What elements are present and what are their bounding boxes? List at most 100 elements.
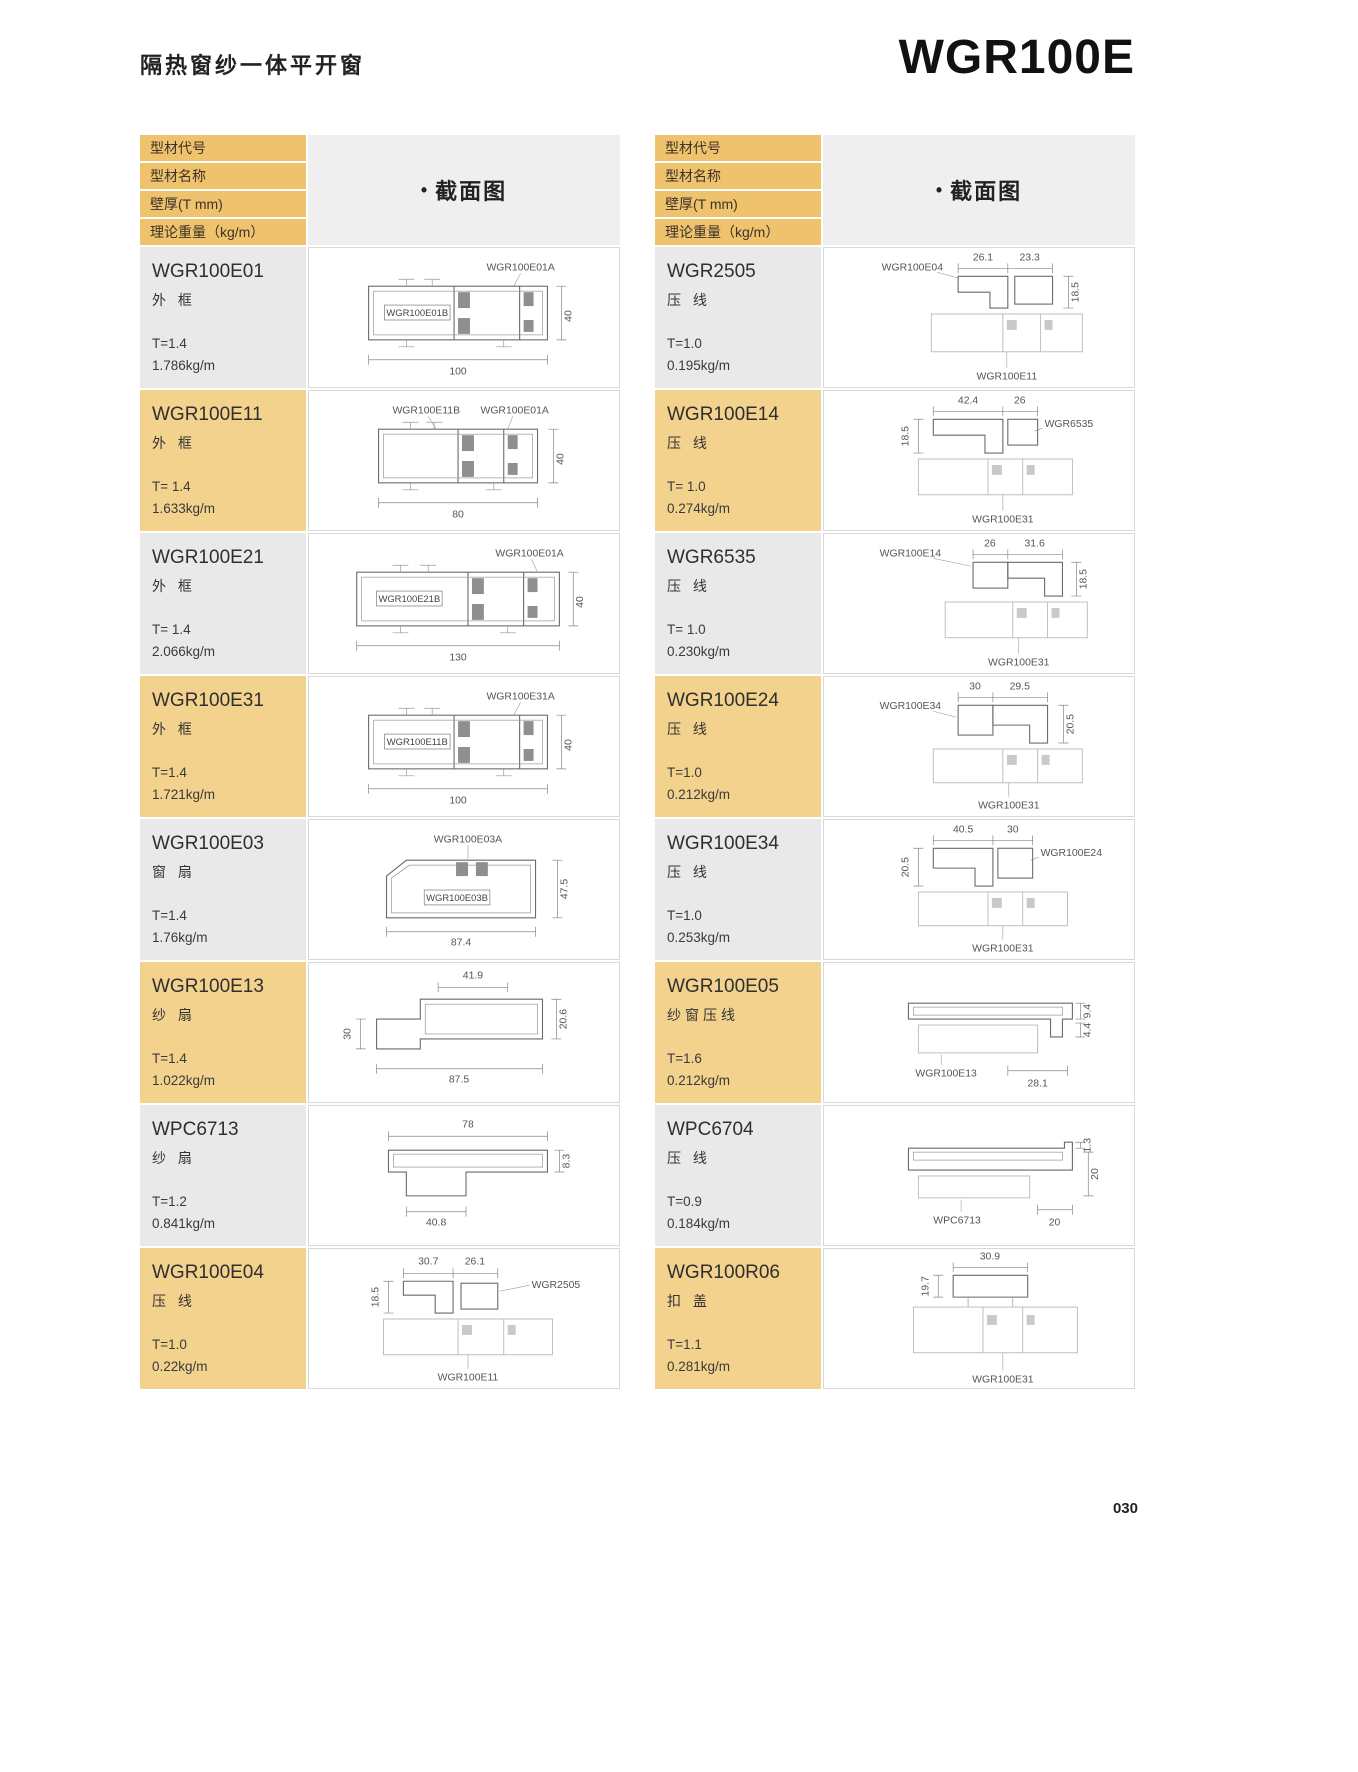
- ref-label-right: WGR100E24: [1041, 848, 1103, 859]
- dim-left: 19.7: [920, 1276, 931, 1296]
- profiles-table-right: 型材代号 型材名称 壁厚(T mm) 理论重量（kg/m） • 截面图 WGR2…: [655, 135, 1135, 1389]
- profile-thickness: T=1.4: [152, 908, 187, 923]
- section-drawing-cell: WGR100E01A WGR100E01B 40 100: [308, 247, 620, 388]
- profile-code: WGR6535: [667, 547, 756, 568]
- dim-top: 30.9: [980, 1251, 1000, 1262]
- ref-label-top-left: WGR100E11B: [392, 405, 460, 416]
- profile-weight: 1.022kg/m: [152, 1073, 216, 1088]
- cross-section-drawing: WGR100E03A WGR100E03B 47.5 87.4: [385, 834, 570, 949]
- profile-row-label: WGR100E24 压 线 T=1.0 0.212kg/m: [655, 676, 821, 817]
- head-field-name: 型材名称: [655, 163, 821, 189]
- dim-top-2: 30: [1007, 824, 1019, 835]
- profile-weight: 1.76kg/m: [152, 930, 208, 945]
- profile-code: WGR100E14: [667, 404, 779, 425]
- profile-row-label: WGR100E14 压 线 T= 1.0 0.274kg/m: [655, 390, 821, 531]
- ref-label-left: WGR100E13: [915, 1069, 977, 1080]
- profile-code: WGR100E11: [152, 404, 263, 425]
- ref-label-top: WGR100E03A: [434, 834, 502, 845]
- dim-top-2: 26.1: [465, 1256, 485, 1267]
- profile-weight: 0.184kg/m: [667, 1216, 731, 1231]
- page-number: 030: [1112, 1500, 1138, 1517]
- profile-name: 外 框: [152, 292, 196, 308]
- dim-top-2: 23.3: [1020, 252, 1040, 263]
- ref-label-bottom: WPC6713: [933, 1216, 981, 1227]
- section-drawing-cell: WGR100E01A WGR100E21B 40 130: [308, 533, 620, 674]
- profile-weight: 0.195kg/m: [667, 358, 731, 373]
- ref-label-left: WGR100E04: [882, 262, 944, 273]
- dim-bottom: 20: [1049, 1218, 1061, 1229]
- head-field-name: 型材名称: [140, 163, 306, 189]
- profile-weight: 0.212kg/m: [667, 1073, 731, 1088]
- profile-weight: 0.841kg/m: [152, 1216, 216, 1231]
- section-drawing-cell: 41.9 30 20.6 87.5: [308, 962, 620, 1103]
- profile-code: WGR100R06: [667, 1262, 780, 1283]
- cross-section-drawing: 9.4 4.4 WGR100E13 28.1: [907, 1002, 1093, 1090]
- profile-name: 压 线: [667, 578, 711, 594]
- head-field-code: 型材代号: [655, 135, 821, 161]
- dim-top: 78: [462, 1119, 474, 1130]
- head-field-thickness: 壁厚(T mm): [655, 191, 821, 217]
- profile-name: 压 线: [667, 435, 711, 451]
- ref-label-top-right: WGR100E01A: [480, 405, 548, 416]
- ref-label-bottom: WGR100E11: [977, 372, 1038, 383]
- profile-code: WGR100E24: [667, 690, 779, 711]
- dim-left: 20.5: [900, 857, 911, 877]
- cross-section-drawing: 30 29.5 WGR100E34 20.5 WGR100E31: [880, 681, 1083, 812]
- profile-name: 扣 盖: [667, 1293, 711, 1309]
- dim-top-2: 31.6: [1024, 538, 1044, 549]
- section-header-label: 截面图: [435, 179, 508, 204]
- cross-section-drawing: 42.4 26 WGR6535 18.5 WGR100E31: [900, 395, 1094, 526]
- dim-bottom: 100: [449, 796, 467, 807]
- bullet-icon: •: [935, 179, 943, 200]
- section-header: • 截面图: [823, 135, 1135, 245]
- profile-weight: 0.22kg/m: [152, 1359, 208, 1374]
- profile-name: 外 框: [152, 578, 196, 594]
- profile-thickness: T=1.4: [152, 336, 187, 351]
- table-head-fields: 型材代号 型材名称 壁厚(T mm) 理论重量（kg/m）: [655, 135, 821, 245]
- profile-weight: 1.721kg/m: [152, 787, 216, 802]
- dim-right: 40: [563, 310, 574, 322]
- profile-row-label: WGR100E03 窗 扇 T=1.4 1.76kg/m: [140, 819, 306, 960]
- profiles-table-left: 型材代号 型材名称 壁厚(T mm) 理论重量（kg/m） • 截面图 WGR1…: [140, 135, 620, 1389]
- profile-row-label: WGR100E13 纱 扇 T=1.4 1.022kg/m: [140, 962, 306, 1103]
- profile-weight: 1.633kg/m: [152, 501, 216, 516]
- dim-right-1: 1.3: [1082, 1138, 1093, 1153]
- profile-code: WGR100E05: [667, 976, 779, 997]
- ref-label-right: WGR6535: [1045, 419, 1094, 430]
- profile-thickness: T=1.2: [152, 1194, 187, 1209]
- section-drawing-cell: 30.9 19.7 WGR100E31: [823, 1248, 1135, 1389]
- dim-right: 18.5: [1078, 569, 1089, 589]
- dim-bottom: 40.8: [426, 1218, 446, 1229]
- head-field-weight: 理论重量（kg/m）: [655, 219, 821, 245]
- ref-label-bottom: WGR100E31: [972, 1375, 1034, 1386]
- profile-name: 外 框: [152, 721, 196, 737]
- cross-section-drawing: WGR100E14 26 31.6 18.5 WGR100E31: [880, 538, 1090, 669]
- section-header-label: 截面图: [950, 179, 1023, 204]
- cross-section-drawing: 40.5 30 WGR100E24 20.5 WGR100E31: [900, 824, 1103, 955]
- section-drawing-cell: WGR100E11B WGR100E01A 40 80: [308, 390, 620, 531]
- dim-right: 18.5: [1070, 282, 1081, 302]
- ref-label-bottom: WGR100E31: [972, 944, 1034, 955]
- profile-row-label: WGR100E11 外 框 T= 1.4 1.633kg/m: [140, 390, 306, 531]
- ref-label-right: WGR2505: [532, 1280, 581, 1291]
- cross-section-drawing: 30.9 19.7 WGR100E31: [912, 1251, 1078, 1386]
- profile-code: WGR100E03: [152, 833, 264, 854]
- dim-bottom: 87.5: [449, 1075, 469, 1086]
- ref-label-bottom: WGR100E31: [988, 658, 1050, 669]
- profile-code: WGR100E31: [152, 690, 264, 711]
- ref-label-bottom: WGR100E11: [438, 1373, 499, 1384]
- section-drawing-cell: 30.7 26.1 18.5 WGR2505 WGR100E11: [308, 1248, 620, 1389]
- section-drawing-cell: 42.4 26 WGR6535 18.5 WGR100E31: [823, 390, 1135, 531]
- cross-section-drawing: 1.3 20 WPC6713 20: [907, 1138, 1101, 1229]
- profile-tables: 型材代号 型材名称 壁厚(T mm) 理论重量（kg/m） • 截面图 WGR1…: [140, 135, 1135, 1389]
- profile-thickness: T=1.0: [667, 765, 702, 780]
- profile-row-label: WGR2505 压 线 T=1.0 0.195kg/m: [655, 247, 821, 388]
- ref-label-boxed: WGR100E21B: [378, 593, 440, 604]
- section-drawing-cell: 9.4 4.4 WGR100E13 28.1: [823, 962, 1135, 1103]
- ref-label-bottom: WGR100E31: [972, 515, 1034, 526]
- cross-section-drawing: 78 8.3 40.8: [387, 1119, 572, 1229]
- dim-bottom: 87.4: [451, 938, 471, 949]
- dim-right-2: 20: [1090, 1168, 1101, 1180]
- dim-left: 18.5: [371, 1287, 382, 1307]
- dim-top-1: 26: [984, 538, 996, 549]
